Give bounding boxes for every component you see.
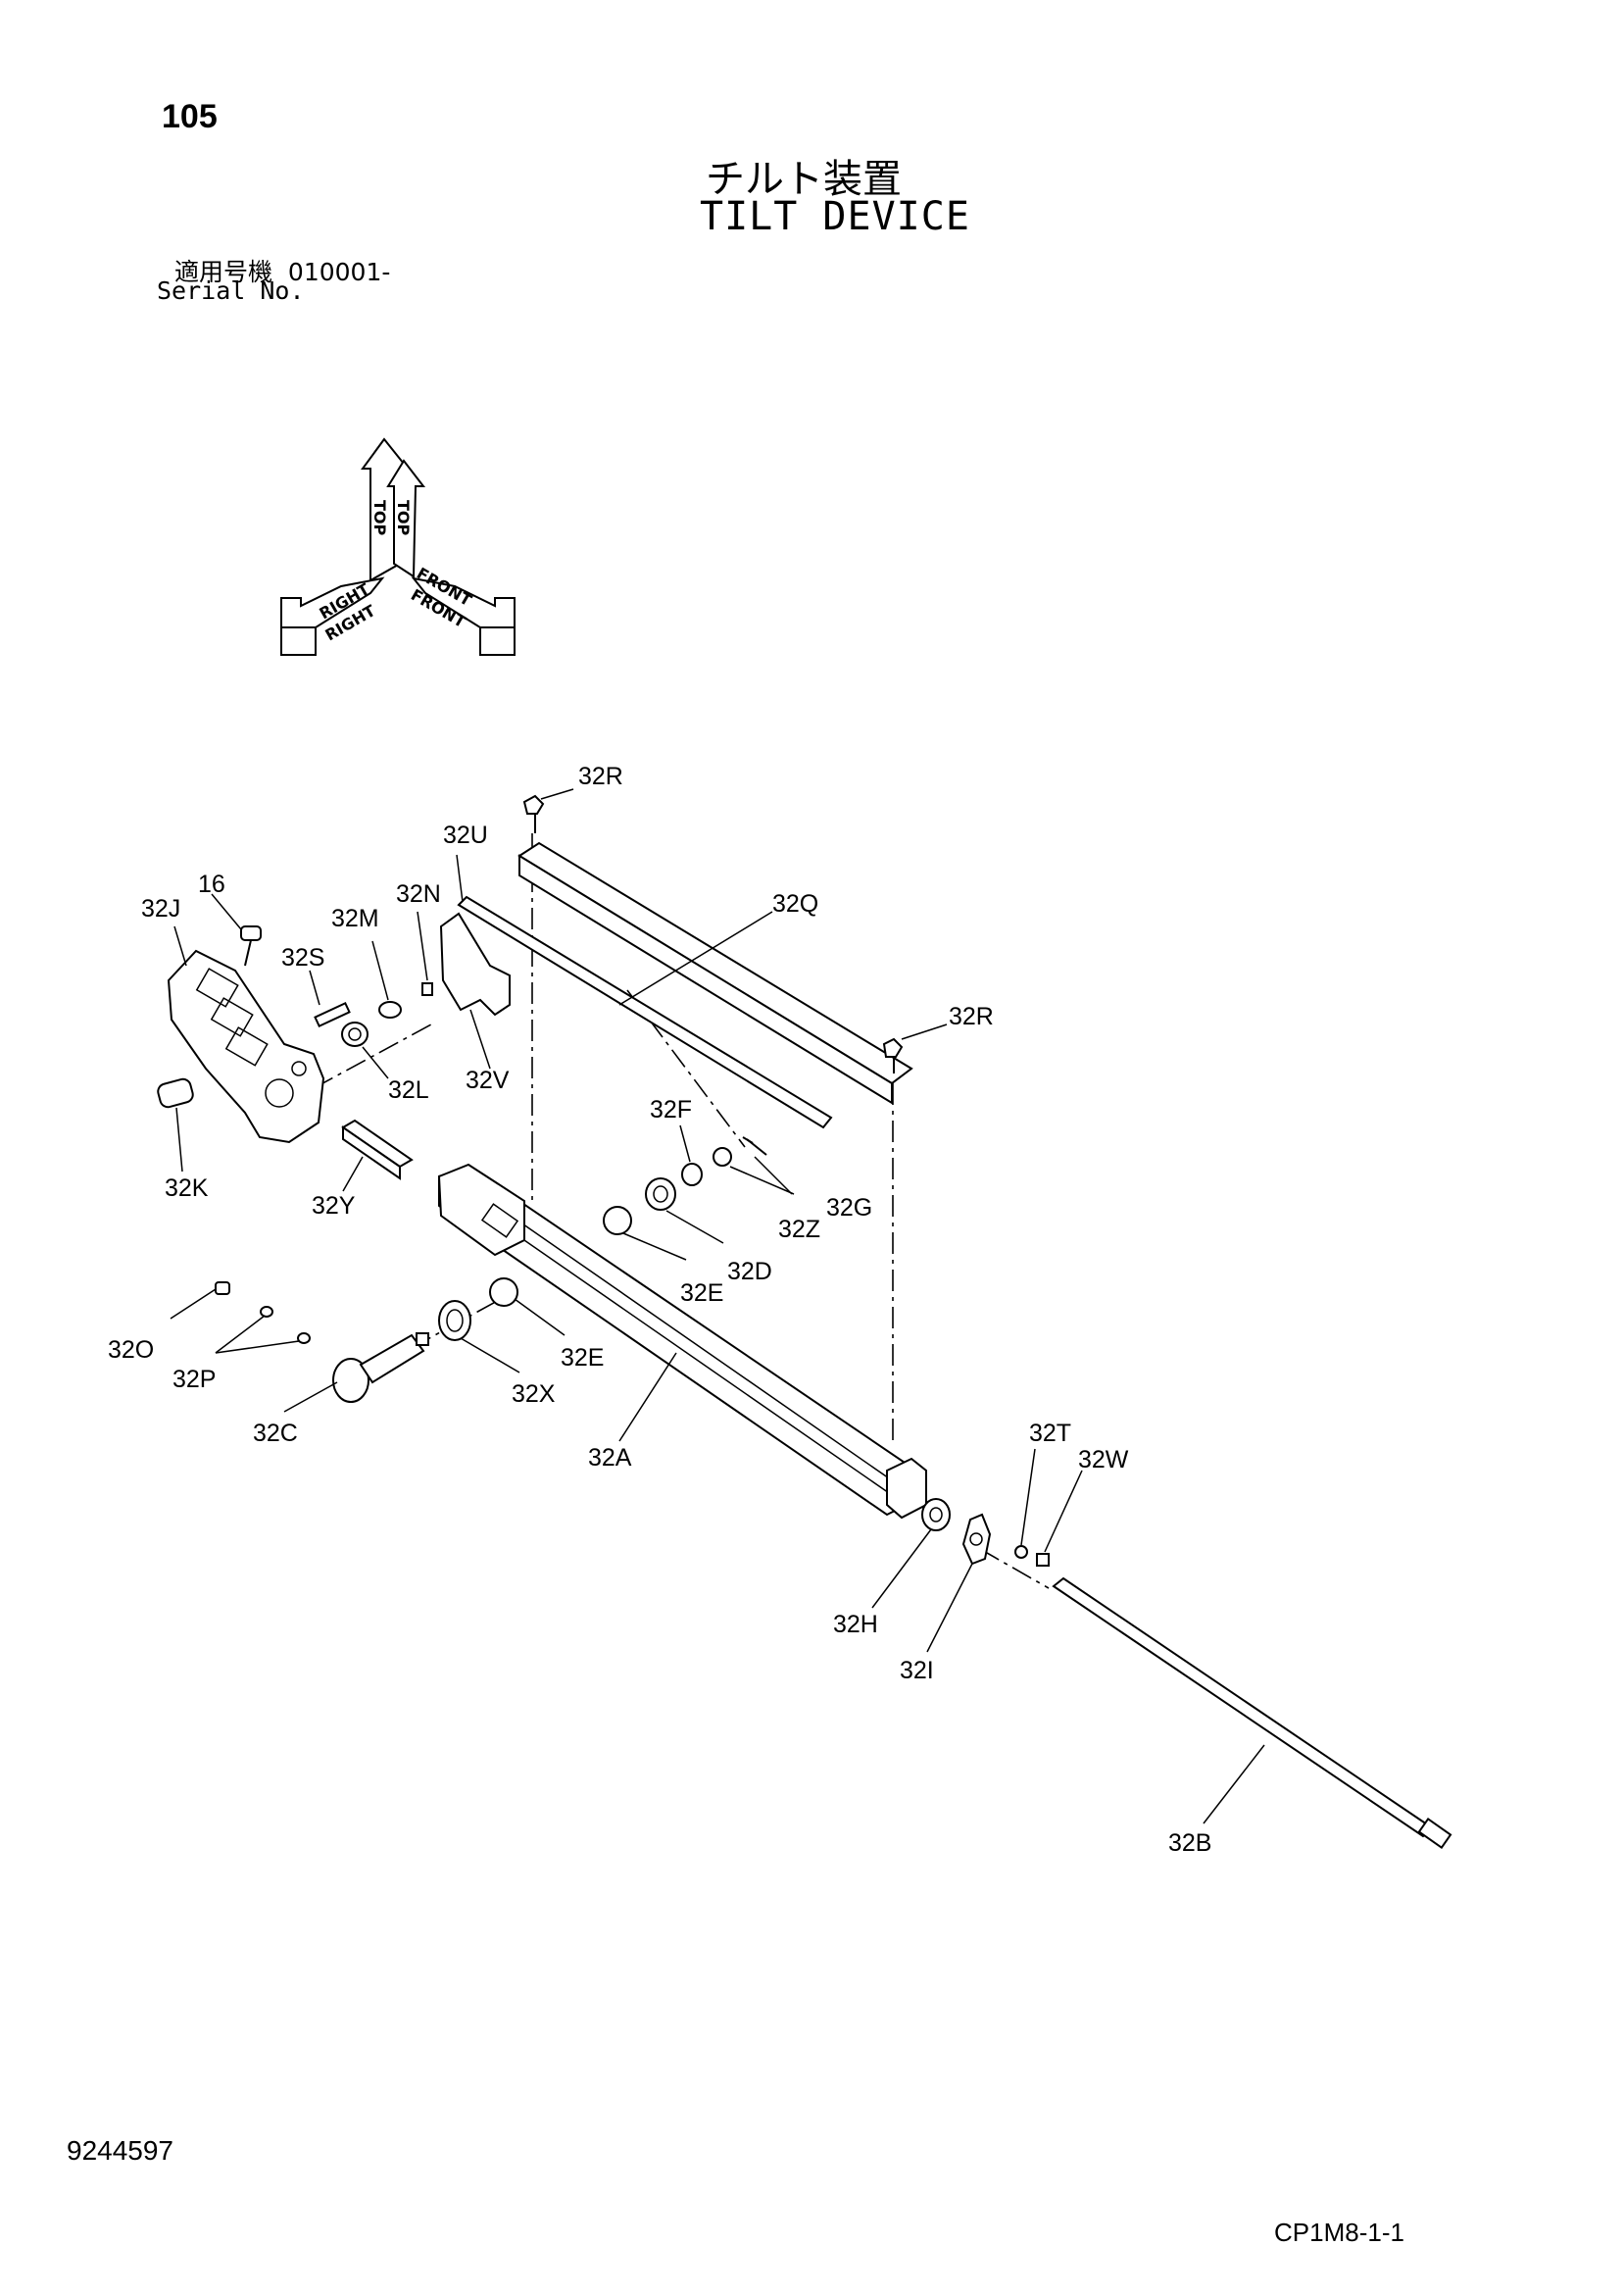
- page-title-en: TILT DEVICE: [700, 194, 970, 239]
- callout-32v: 32V: [466, 1067, 510, 1094]
- part-32a-body: [437, 1163, 927, 1520]
- part-32z-nut: [713, 1147, 732, 1167]
- part-32s-pin: [314, 1001, 351, 1028]
- right-arrow-icon: RIGHT RIGHT: [280, 576, 385, 656]
- callout-32h: 32H: [833, 1611, 878, 1638]
- part-32k-cylinder: [157, 1077, 194, 1109]
- callout-32t: 32T: [1029, 1420, 1071, 1447]
- drawing-number: 9244597: [67, 2135, 174, 2166]
- serial-label-jp: 適用号機: [174, 258, 273, 286]
- part-32b-shaft: [1052, 1576, 1452, 1849]
- callout-32p: 32P: [172, 1366, 216, 1393]
- page-number: 105: [162, 98, 218, 135]
- serial-label-en: Serial No.: [157, 276, 305, 305]
- callout-32k: 32K: [165, 1174, 209, 1202]
- callout-32a: 32A: [588, 1444, 632, 1472]
- catalog-code: CP1M8-1-1: [1274, 2218, 1404, 2247]
- part-32e-bushing-upper: [603, 1206, 632, 1235]
- bolt-16-icon: [240, 925, 262, 967]
- part-32x-ring: [438, 1300, 471, 1341]
- callout-32x: 32X: [512, 1380, 556, 1408]
- callout-32c: 32C: [253, 1420, 298, 1447]
- callout-32r-right: 32R: [949, 1003, 994, 1030]
- callout-32u: 32U: [443, 822, 488, 849]
- callout-32i: 32I: [900, 1657, 934, 1684]
- top-label: TOP: [394, 500, 413, 536]
- callout-32e-lower: 32E: [561, 1344, 604, 1372]
- part-32m-washer: [378, 1001, 402, 1019]
- callout-32b: 32B: [1168, 1829, 1211, 1857]
- part-32p-washers: [260, 1306, 311, 1344]
- part-32g-pin: [742, 1136, 767, 1156]
- top-arrow-icon: TOP TOP: [361, 437, 426, 582]
- front-arrow-icon: FRONT FRONT: [408, 564, 516, 656]
- callout-32o: 32O: [108, 1336, 154, 1364]
- part-32j-bracket: [167, 949, 325, 1144]
- callout-32e-upper: 32E: [680, 1279, 723, 1307]
- part-32q-rail: [517, 841, 913, 1105]
- leader-lines: [170, 788, 1265, 1824]
- callout-32d: 32D: [727, 1258, 772, 1285]
- part-32i-flange: [961, 1513, 992, 1566]
- bolt-32r-right-icon: [882, 1037, 904, 1073]
- bolt-32r-top-icon: [522, 794, 545, 833]
- part-32c-handle: [332, 1332, 429, 1403]
- callout-32g: 32G: [826, 1194, 872, 1222]
- part-32d-ring: [645, 1177, 676, 1211]
- callout-32m: 32M: [331, 905, 379, 932]
- serial-applicability: 適用号機 010001-: [174, 253, 390, 288]
- callout-32z: 32Z: [778, 1216, 820, 1243]
- part-32n-bolt: [421, 982, 433, 996]
- callout-32l: 32L: [388, 1076, 429, 1104]
- callout-32r-top: 32R: [578, 763, 623, 790]
- callout-32w: 32W: [1078, 1446, 1129, 1473]
- page-title-jp: チルト装置: [706, 157, 902, 202]
- callout-labels: 16 32J 32S 32M 32N 32U 32R 32Q 32R 32L 3…: [108, 763, 1211, 1857]
- callout-32n: 32N: [396, 880, 441, 908]
- part-32o-bolt: [215, 1281, 230, 1295]
- serial-value: 010001-: [287, 258, 391, 286]
- orientation-indicator: TOP TOP RIGHT RIGHT FRONT FRONT: [280, 437, 516, 656]
- part-32v-plate: [439, 912, 511, 1017]
- callout-32j: 32J: [141, 895, 180, 923]
- part-32u-strip: [457, 895, 833, 1129]
- part-32f-washer: [681, 1163, 703, 1186]
- callout-32y: 32Y: [312, 1192, 356, 1220]
- part-32y-block: [341, 1119, 414, 1180]
- part-32l-bushing: [341, 1022, 369, 1047]
- callout-32q: 32Q: [772, 890, 818, 918]
- callout-32f: 32F: [650, 1096, 692, 1123]
- part-32t-washer: [1014, 1545, 1028, 1559]
- part-32w-bolt: [1036, 1553, 1050, 1567]
- callout-16: 16: [198, 871, 225, 898]
- part-32h-ring: [921, 1498, 951, 1531]
- part-32e-bushing-lower: [489, 1277, 518, 1307]
- top-label-2: TOP: [370, 500, 389, 536]
- callout-32s: 32S: [281, 944, 324, 972]
